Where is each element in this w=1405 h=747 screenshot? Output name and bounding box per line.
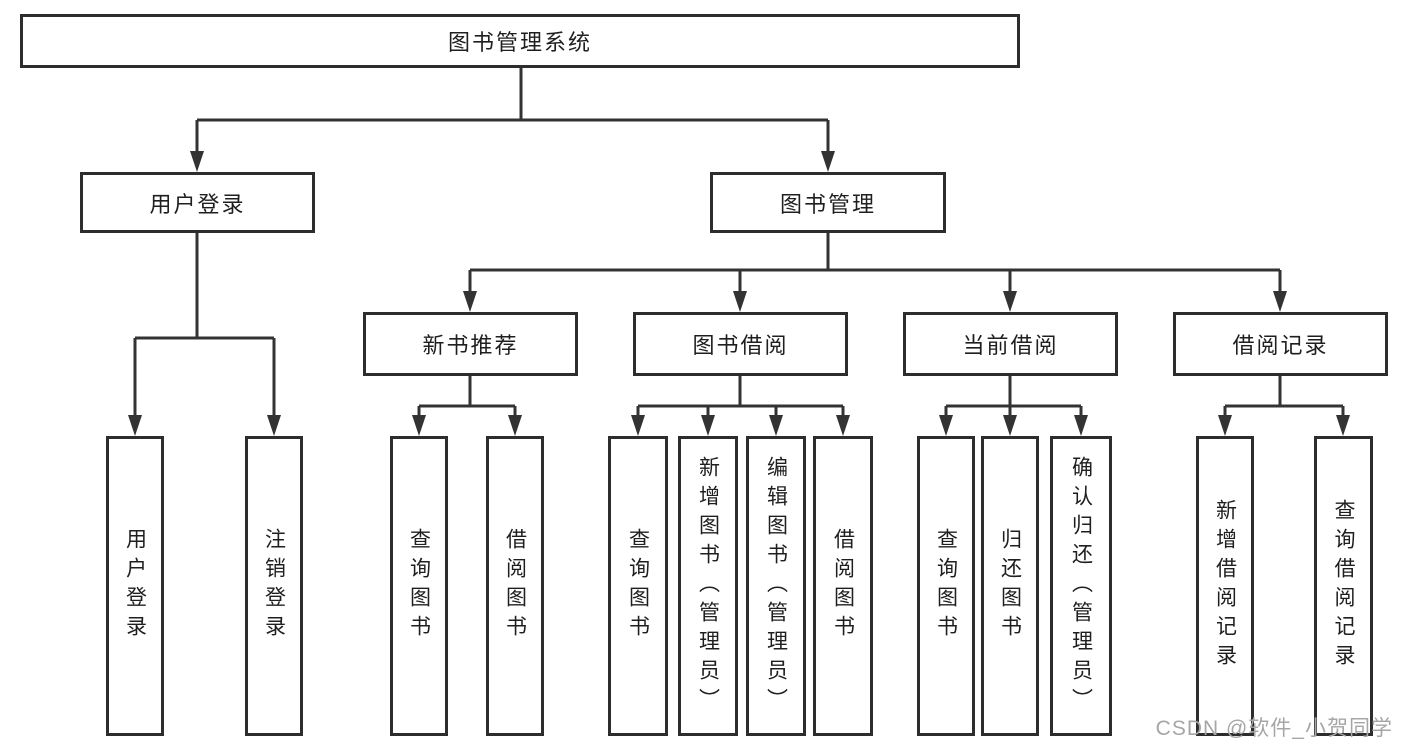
leaf-add-borrow-record-label: 新增借阅记录: [1213, 499, 1237, 673]
leaf-add-books-admin-label: 新增图书（管理员）: [696, 455, 720, 717]
arrowhead: [1336, 415, 1350, 436]
arrowhead: [1218, 415, 1232, 436]
leaf-edit-books-admin-label: 编辑图书（管理员）: [764, 455, 788, 717]
leaf-borrow-books-2: 借阅图书: [813, 436, 873, 736]
leaf-add-borrow-record: 新增借阅记录: [1196, 436, 1254, 736]
arrowhead: [1003, 415, 1017, 436]
node-root: 图书管理系统: [20, 14, 1020, 68]
node-book-mgmt-group-label: 图书管理: [779, 191, 876, 217]
arrowhead: [1003, 291, 1017, 312]
leaf-borrow-books-1: 借阅图书: [486, 436, 544, 736]
node-book-borrow: 图书借阅: [633, 312, 848, 376]
node-borrow-records: 借阅记录: [1173, 312, 1388, 376]
leaf-return-books: 归还图书: [981, 436, 1039, 736]
arrowhead: [769, 415, 783, 436]
node-new-book-recommend-label: 新书推荐: [422, 333, 519, 358]
csdn-watermark: CSDN @软件_小贺同学: [1155, 717, 1393, 740]
leaf-query-borrow-record: 查询借阅记录: [1314, 436, 1373, 736]
leaf-borrow-books-1-label: 借阅图书: [503, 528, 527, 644]
leaf-query-books-3-label: 查询图书: [934, 528, 958, 644]
leaf-query-books-1-label: 查询图书: [407, 528, 431, 644]
node-book-mgmt-group: 图书管理: [710, 172, 946, 233]
leaf-logout: 注销登录: [245, 436, 303, 736]
arrowhead: [1074, 415, 1088, 436]
arrowhead: [836, 415, 850, 436]
node-user-login-group-label: 用户登录: [149, 191, 246, 217]
connector-book-mgmt: [468, 233, 1282, 293]
leaf-logout-label: 注销登录: [262, 528, 286, 644]
arrowhead: [463, 291, 477, 312]
connector-borrow-records: [1223, 376, 1345, 417]
leaf-query-books-1: 查询图书: [390, 436, 448, 736]
leaf-query-books-2: 查询图书: [608, 436, 668, 736]
arrowhead: [939, 415, 953, 436]
leaf-edit-books-admin: 编辑图书（管理员）: [746, 436, 806, 736]
connector-book-borrow: [636, 376, 845, 417]
node-current-borrow-label: 当前借阅: [962, 333, 1059, 358]
leaf-confirm-return-admin: 确认归还（管理员）: [1050, 436, 1112, 736]
arrowhead: [128, 415, 142, 436]
leaf-borrow-books-2-label: 借阅图书: [831, 528, 855, 644]
connector-root: [195, 68, 830, 153]
node-new-book-recommend: 新书推荐: [363, 312, 578, 376]
leaf-query-borrow-record-label: 查询借阅记录: [1332, 499, 1355, 673]
connector-user-login: [133, 233, 276, 417]
arrowhead: [733, 291, 747, 312]
leaf-user-login: 用户登录: [106, 436, 164, 736]
arrowhead: [508, 415, 522, 436]
node-book-borrow-label: 图书借阅: [692, 333, 789, 358]
node-root-label: 图书管理系统: [447, 30, 592, 55]
arrowhead: [1273, 291, 1287, 312]
arrowhead: [631, 415, 645, 436]
connector-new-book: [417, 376, 517, 417]
node-current-borrow: 当前借阅: [903, 312, 1118, 376]
node-borrow-records-label: 借阅记录: [1232, 333, 1329, 358]
connector-current-borrow: [944, 376, 1083, 417]
arrowhead: [267, 415, 281, 436]
arrowhead: [412, 415, 426, 436]
leaf-confirm-return-admin-label: 确认归还（管理员）: [1069, 455, 1093, 717]
node-user-login-group: 用户登录: [80, 172, 315, 233]
leaf-query-books-3: 查询图书: [917, 436, 975, 736]
arrowhead: [701, 415, 715, 436]
arrowhead: [190, 151, 204, 172]
leaf-add-books-admin: 新增图书（管理员）: [678, 436, 738, 736]
leaf-user-login-label: 用户登录: [123, 528, 147, 644]
leaf-return-books-label: 归还图书: [998, 528, 1022, 644]
leaf-query-books-2-label: 查询图书: [626, 528, 650, 644]
arrowhead: [821, 151, 835, 172]
